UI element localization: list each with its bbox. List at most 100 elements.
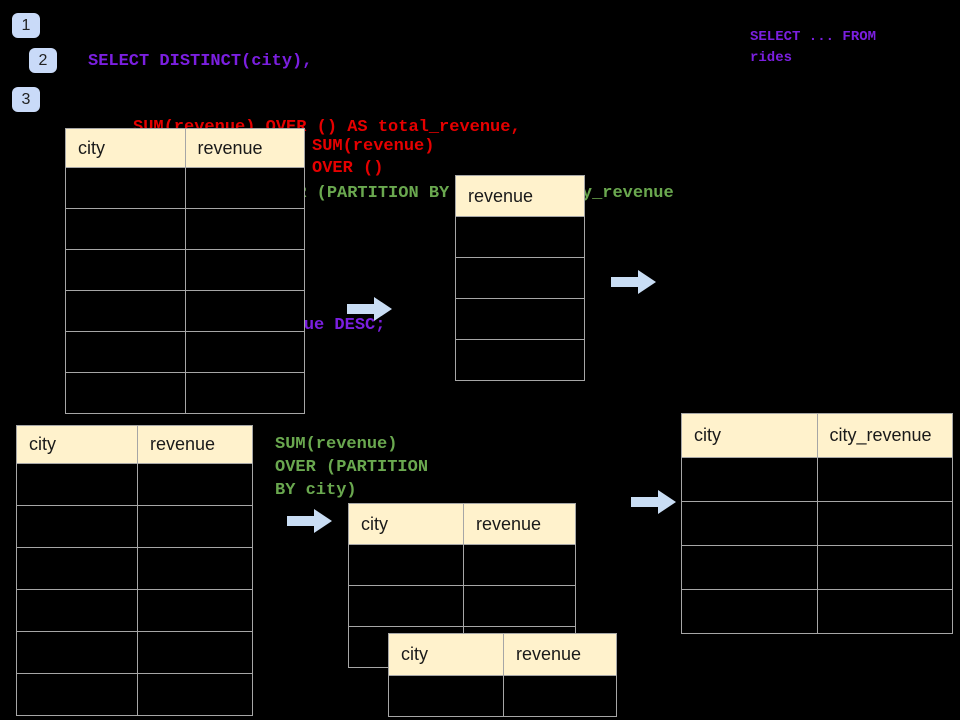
- empty-cell: [16, 631, 138, 674]
- empty-cell: [455, 339, 585, 381]
- empty-cell: [16, 463, 138, 506]
- table-row: [65, 372, 305, 414]
- empty-cell: [681, 589, 818, 634]
- table-row: [65, 167, 305, 209]
- empty-cell: [503, 675, 617, 717]
- table-row: [65, 290, 305, 332]
- empty-cell: [681, 545, 818, 590]
- table-row: [65, 208, 305, 250]
- column-header: city: [388, 633, 504, 676]
- empty-cell: [455, 257, 585, 299]
- empty-cell: [184, 249, 305, 291]
- empty-cell: [816, 501, 953, 546]
- table-row: [348, 585, 576, 627]
- empty-cell: [65, 372, 186, 414]
- empty-cell: [137, 547, 253, 590]
- flow-arrow-4-shape: [631, 490, 676, 514]
- column-header: revenue: [455, 175, 585, 217]
- flow-arrow-2-shape: [611, 270, 656, 294]
- column-header: revenue: [137, 425, 253, 464]
- flow-arrow-3-icon: [287, 509, 332, 533]
- window-partition-label: SUM(revenue) OVER (PARTITION BY city): [275, 435, 429, 500]
- table-row: [455, 339, 585, 381]
- empty-cell: [681, 457, 818, 502]
- sql-line-select: SELECT DISTINCT(city),: [88, 52, 313, 71]
- column-header: city: [16, 425, 138, 464]
- table-row: [681, 545, 953, 590]
- empty-cell: [348, 544, 464, 586]
- empty-cell: [16, 673, 138, 716]
- step-badge-2: 2: [29, 48, 57, 73]
- flow-arrow-2-icon: [611, 270, 656, 294]
- table-row: [455, 257, 585, 299]
- empty-cell: [16, 505, 138, 548]
- empty-cell: [65, 208, 186, 250]
- column-header: city_revenue: [816, 413, 953, 458]
- empty-cell: [388, 675, 504, 717]
- table-row: [16, 673, 253, 716]
- column-header: city: [348, 503, 464, 545]
- empty-cell: [65, 331, 186, 373]
- empty-cell: [16, 547, 138, 590]
- flow-arrow-3-shape: [287, 509, 332, 533]
- table-row: [681, 457, 953, 502]
- window-total-label: SUM(revenue) OVER (): [312, 137, 435, 178]
- table-row: [388, 675, 617, 717]
- empty-cell: [184, 167, 305, 209]
- table-row: [681, 589, 953, 634]
- empty-cell: [463, 585, 576, 627]
- from-clause-note: SELECT ... FROM rides: [750, 29, 877, 66]
- empty-cell: [816, 545, 953, 590]
- table-row: [16, 505, 253, 548]
- table-row: [16, 547, 253, 590]
- table-row: [455, 216, 585, 258]
- step-badge-3-label: 3: [21, 90, 31, 108]
- table-row: [348, 544, 576, 586]
- table-row: [16, 631, 253, 674]
- empty-cell: [816, 457, 953, 502]
- flow-arrow-1-icon: [347, 297, 392, 321]
- empty-cell: [137, 673, 253, 716]
- column-header: city: [681, 413, 818, 458]
- table-row: [16, 463, 253, 506]
- step-badge-2-label: 2: [38, 51, 48, 69]
- table-row: [681, 501, 953, 546]
- step-badge-1: 1: [12, 13, 40, 38]
- empty-cell: [184, 208, 305, 250]
- step-badge-3: 3: [12, 87, 40, 112]
- empty-cell: [184, 372, 305, 414]
- empty-cell: [455, 298, 585, 340]
- empty-cell: [184, 331, 305, 373]
- table-row: [65, 331, 305, 373]
- column-header: revenue: [184, 128, 305, 168]
- step-badge-1-label: 1: [21, 16, 31, 34]
- table-row: [455, 298, 585, 340]
- table-total-revenue-result: revenue: [455, 175, 585, 381]
- empty-cell: [137, 631, 253, 674]
- column-header: revenue: [503, 633, 617, 676]
- empty-cell: [455, 216, 585, 258]
- flow-arrow-1-shape: [347, 297, 392, 321]
- empty-cell: [65, 249, 186, 291]
- column-header: revenue: [463, 503, 576, 545]
- empty-cell: [137, 589, 253, 632]
- empty-cell: [681, 501, 818, 546]
- empty-cell: [184, 290, 305, 332]
- empty-cell: [65, 167, 186, 209]
- table-row: [65, 249, 305, 291]
- empty-cell: [463, 544, 576, 586]
- empty-cell: [65, 290, 186, 332]
- column-header: city: [65, 128, 186, 168]
- empty-cell: [816, 589, 953, 634]
- empty-cell: [348, 585, 464, 627]
